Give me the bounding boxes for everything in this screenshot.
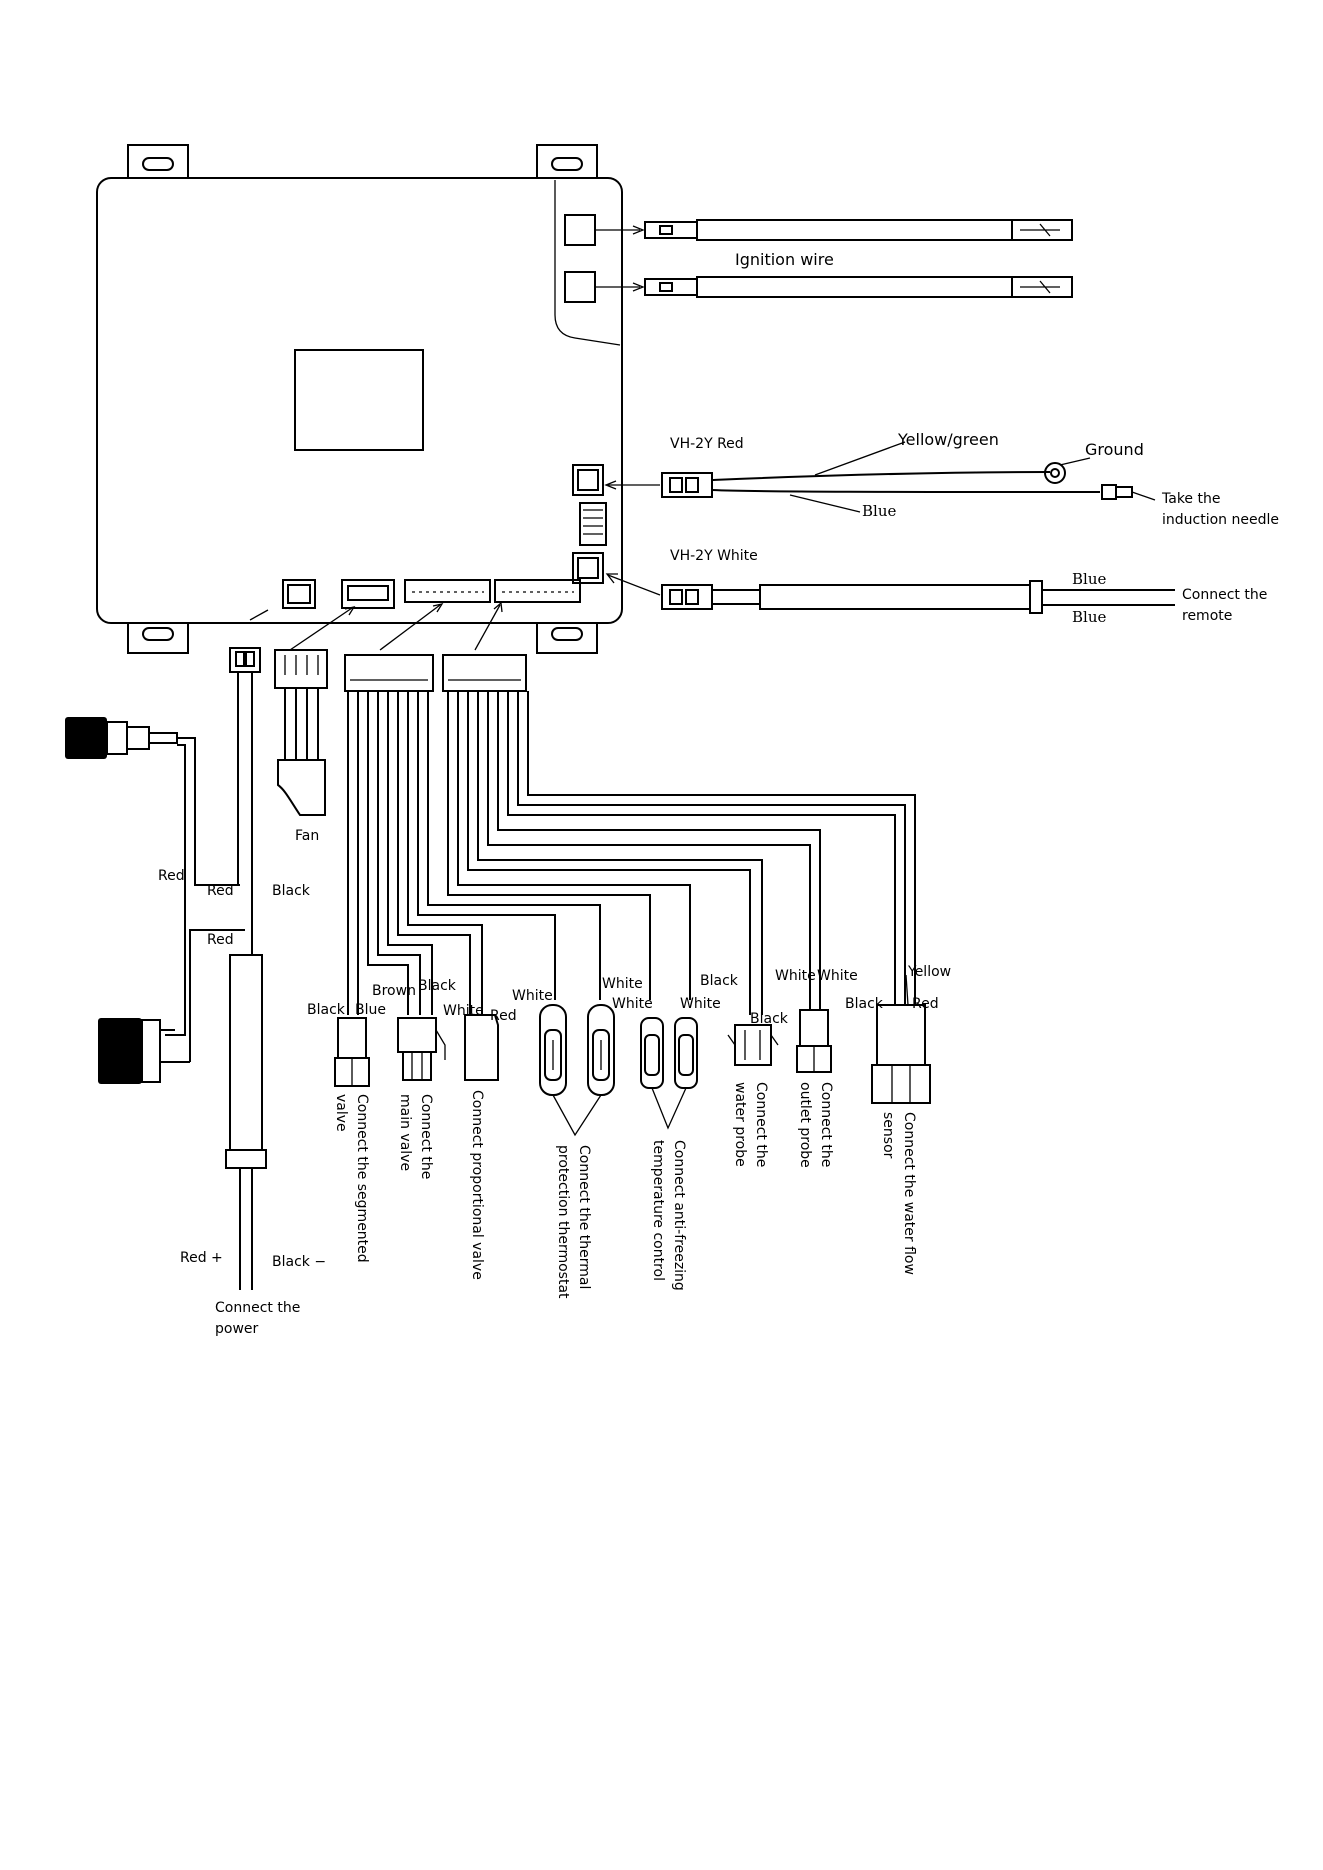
ignition-wire-label: Ignition wire bbox=[735, 250, 834, 269]
connect-water-probe-label-2: water probe bbox=[732, 1082, 748, 1167]
vh2y-red-socket bbox=[572, 464, 604, 496]
water-flow-sensor-connector: Yellow Black Red bbox=[845, 964, 951, 1104]
wire-white-out2-label: White bbox=[817, 968, 858, 984]
blue-remote-label-1: Blue bbox=[1072, 570, 1106, 588]
wire-white-af2-label: White bbox=[680, 996, 721, 1012]
fan-label: Fan bbox=[295, 828, 319, 844]
connect-remote-label-2: remote bbox=[1182, 608, 1232, 624]
water-probe-connector: Black Black bbox=[700, 973, 789, 1066]
connect-main-label-1: Connect the bbox=[418, 1094, 434, 1179]
fan-plug bbox=[274, 649, 328, 689]
connect-segmented-label-1: Connect the segmented bbox=[354, 1094, 370, 1263]
right-harness-plug bbox=[442, 654, 527, 692]
power-plug bbox=[229, 647, 261, 673]
proportional-valve-connector: White Red bbox=[443, 1003, 517, 1081]
control-box bbox=[96, 144, 623, 654]
connect-thermal-label-2: protection thermostat bbox=[555, 1145, 571, 1299]
yellow-green-label: Yellow/green bbox=[897, 430, 999, 449]
black-minus-label: Black − bbox=[272, 1254, 326, 1270]
ground-label: Ground bbox=[1085, 440, 1144, 459]
vh2y-white-label: VH-2Y White bbox=[670, 548, 758, 564]
connect-thermal-label-1: Connect the thermal bbox=[576, 1145, 592, 1289]
black-power-label: Black bbox=[272, 883, 311, 899]
connect-antifreeze-label-2: temperature control bbox=[650, 1140, 666, 1281]
box-body bbox=[96, 177, 623, 624]
take-the-label: Take the bbox=[1161, 491, 1220, 507]
wire-yellow-label: Yellow bbox=[907, 964, 951, 980]
red-switch-top-label: Red bbox=[158, 868, 185, 884]
wire-black-water2-label: Black bbox=[750, 1011, 789, 1027]
segmented-valve-connector: Black Blue bbox=[307, 1002, 386, 1087]
red-plus-label: Red + bbox=[180, 1250, 223, 1266]
blue-remote-label-2: Blue bbox=[1072, 608, 1106, 626]
power-cable-sleeve bbox=[229, 954, 263, 1151]
wire-black-main-label: Black bbox=[418, 978, 457, 994]
left-harness bbox=[344, 603, 601, 1015]
connect-power-label-1: Connect the bbox=[215, 1300, 300, 1316]
connect-remote-label-1: Connect the bbox=[1182, 587, 1267, 603]
connect-segmented-label-2: valve bbox=[333, 1094, 349, 1132]
connect-antifreeze-label-1: Connect anti-freezing bbox=[671, 1140, 687, 1291]
side-connector bbox=[579, 502, 607, 546]
wire-black-water1-label: Black bbox=[700, 973, 739, 989]
fan-socket bbox=[341, 579, 395, 609]
connection-descriptions: Connect the segmented valve Connect the … bbox=[333, 1082, 917, 1299]
main-valve-connector: Brown Black bbox=[372, 978, 457, 1081]
wire-black-seg-label: Black bbox=[307, 1002, 346, 1018]
vh2y-white-socket bbox=[572, 552, 604, 584]
thermal-thermostat-connectors: White White bbox=[512, 976, 643, 1137]
rocker-switch-icon bbox=[98, 1018, 142, 1084]
wire-blue-seg-label: Blue bbox=[355, 1002, 386, 1018]
wire-white-prop-label: White bbox=[443, 1003, 484, 1019]
display-window bbox=[294, 349, 424, 451]
wire-white-th2-label: White bbox=[602, 976, 643, 992]
harness-socket-left bbox=[404, 579, 491, 603]
vh2y-white-plug bbox=[661, 584, 713, 610]
fan-lead: Fan bbox=[274, 606, 356, 844]
knob-switch-icon bbox=[65, 717, 107, 759]
connect-flow-label-1: Connect the water flow bbox=[901, 1112, 917, 1275]
power-socket bbox=[282, 579, 316, 609]
vh2y-red-harness: VH-2Y Red Yellow/green Ground Take the i… bbox=[604, 430, 1279, 528]
wire-white-th1-label: White bbox=[512, 988, 553, 1004]
right-harness bbox=[442, 601, 916, 1015]
induction-needle-label: induction needle bbox=[1162, 512, 1279, 528]
wire-white-out1-label: White bbox=[775, 968, 816, 984]
connect-power-label-2: power bbox=[215, 1321, 259, 1337]
blue-induction-label: Blue bbox=[862, 502, 896, 520]
harness-socket-right bbox=[494, 579, 581, 603]
ignition-wires: Ignition wire bbox=[595, 219, 1073, 298]
vh2y-red-label: VH-2Y Red bbox=[670, 436, 744, 452]
ground-ring bbox=[1044, 462, 1066, 484]
wire-black-flow-label: Black bbox=[845, 996, 884, 1012]
antifreeze-connectors: White White bbox=[612, 996, 721, 1130]
outlet-probe-connector: White White bbox=[775, 968, 858, 1073]
vh2y-red-plug bbox=[661, 472, 713, 498]
connect-flow-label-2: sensor bbox=[880, 1112, 896, 1159]
red-switch-bottom-label: Red bbox=[207, 932, 234, 948]
connect-main-label-2: main valve bbox=[397, 1094, 413, 1171]
left-harness-plug bbox=[344, 654, 434, 692]
wire-brown-label: Brown bbox=[372, 983, 416, 999]
connect-outlet-label-1: Connect the bbox=[818, 1082, 834, 1167]
connect-proportional-label: Connect proportional valve bbox=[469, 1090, 485, 1280]
connect-outlet-label-2: outlet probe bbox=[797, 1082, 813, 1168]
wire-white-af1-label: White bbox=[612, 996, 653, 1012]
vh2y-white-harness: VH-2Y White Blue Blue Connect the remote bbox=[605, 548, 1267, 626]
connect-water-probe-label-1: Connect the bbox=[753, 1082, 769, 1167]
power-section: Red Red Red Black Red + Black − Connect … bbox=[65, 609, 326, 1337]
red-power-label: Red bbox=[207, 883, 234, 899]
